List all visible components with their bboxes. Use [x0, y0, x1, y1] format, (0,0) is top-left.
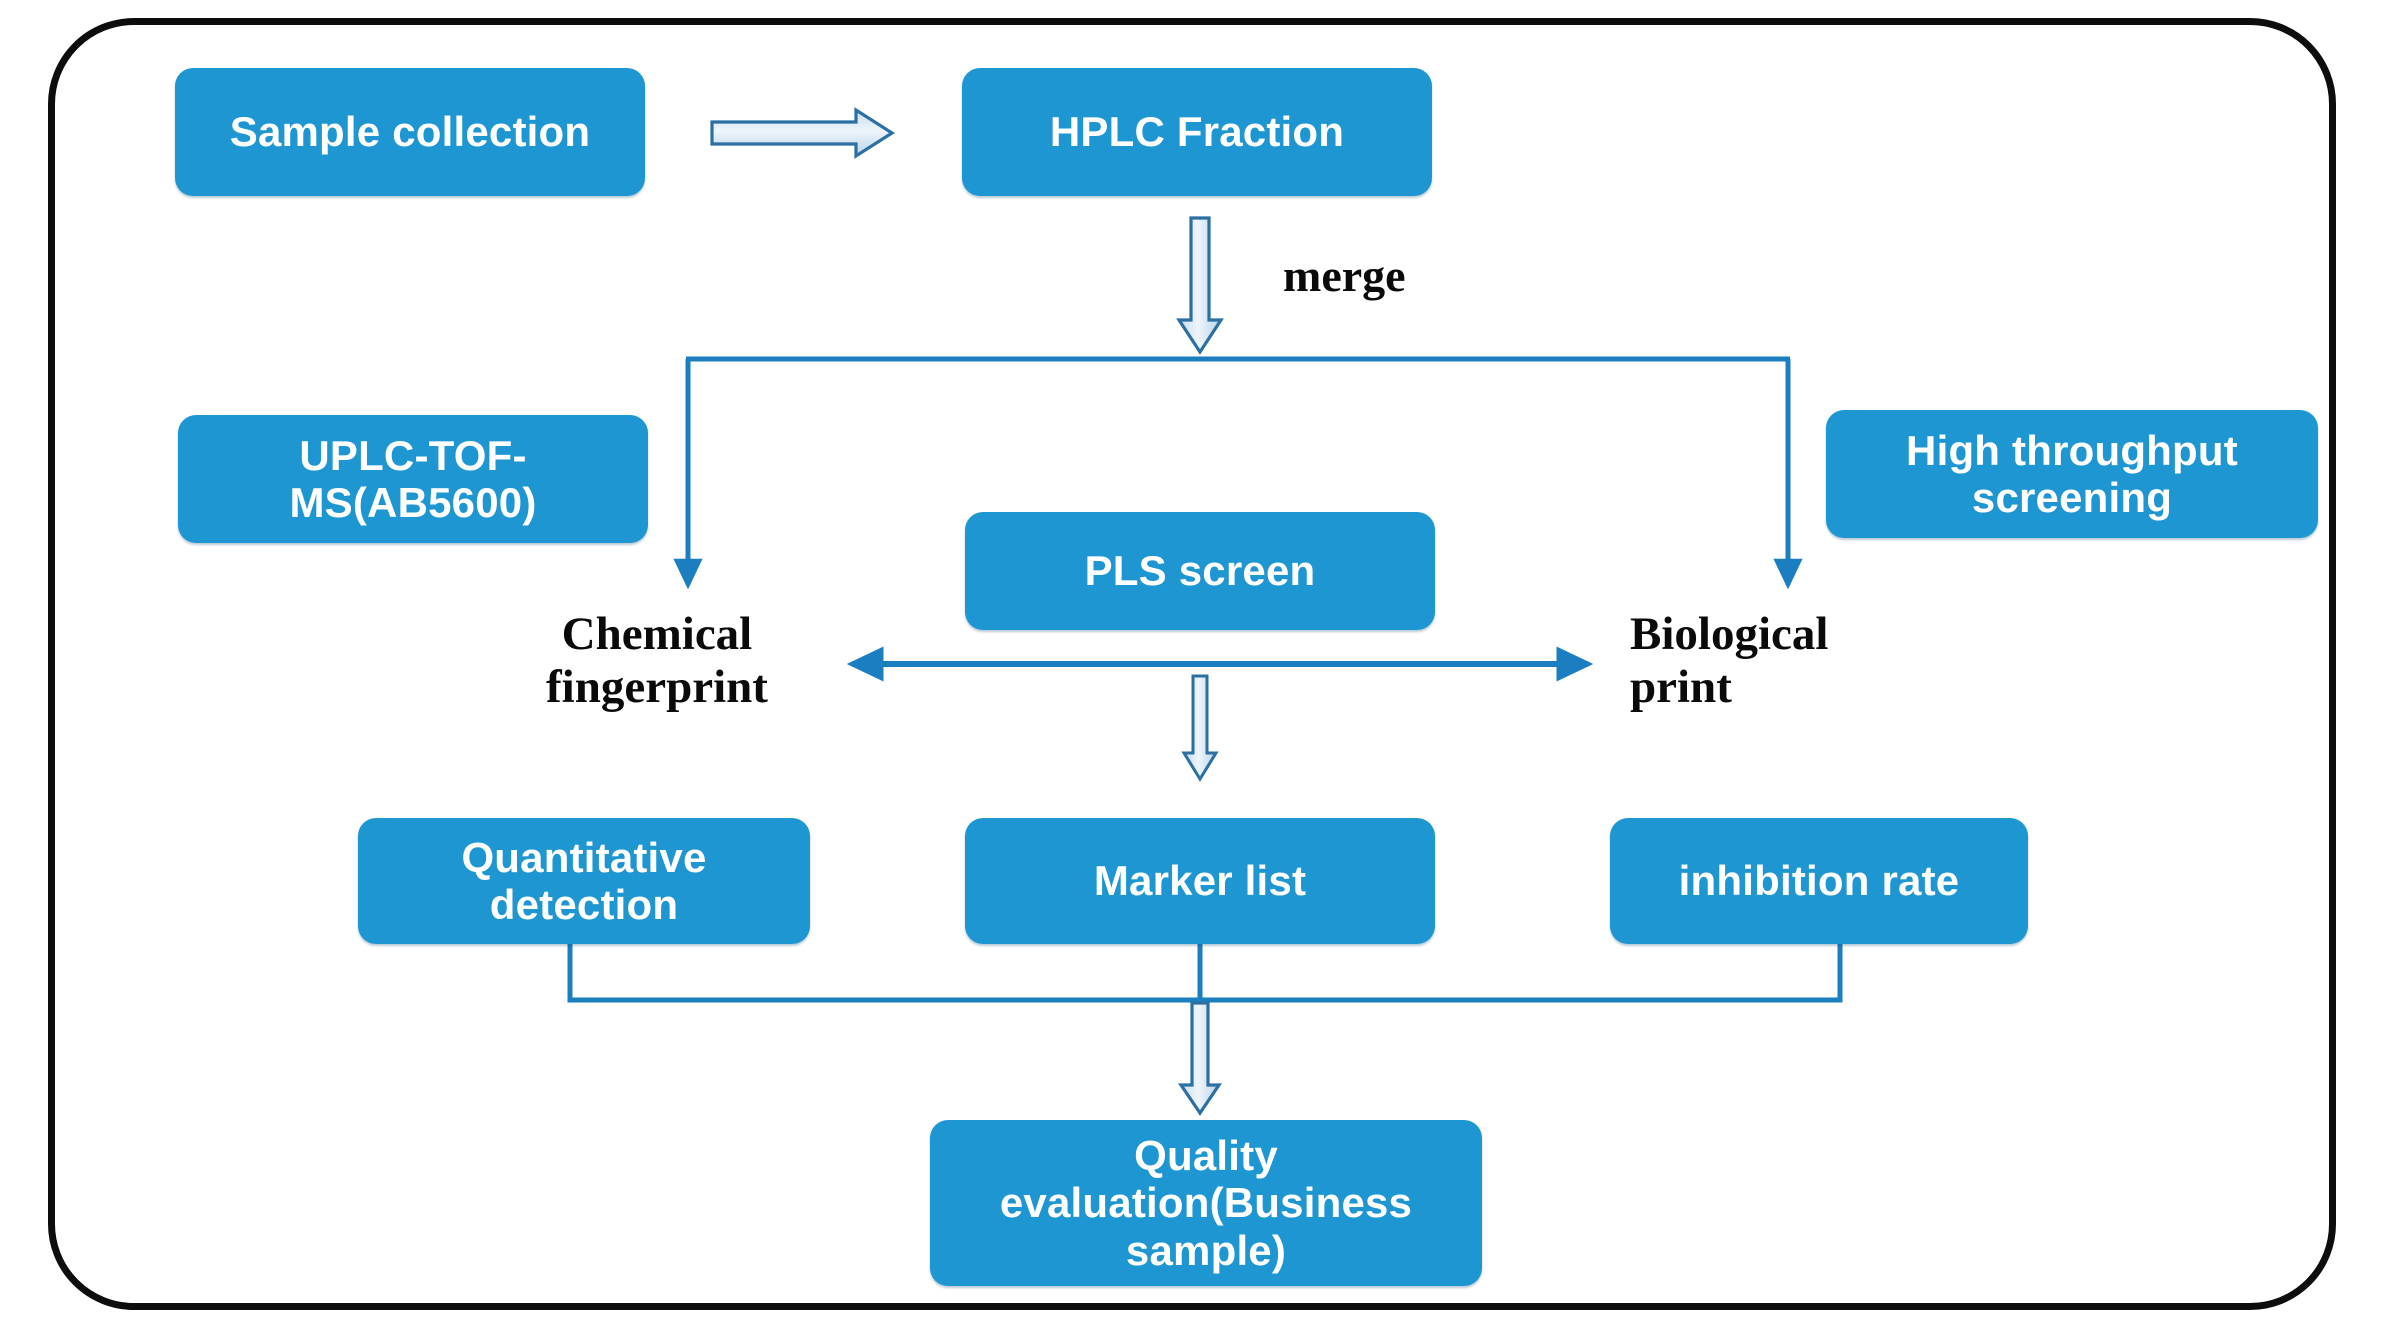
label-chemical-fingerprint: Chemical fingerprint [546, 608, 768, 713]
box-marker-list-label: Marker list [1093, 857, 1307, 905]
box-inhibition-rate-label: inhibition rate [1678, 857, 1960, 905]
box-pls-screen-label: PLS screen [1084, 547, 1316, 595]
box-sample-collection-label: Sample collection [229, 108, 591, 156]
box-sample-collection[interactable]: Sample collection [175, 68, 645, 196]
box-quality-evaluation-label: Quality evaluation(Business sample) [999, 1132, 1413, 1274]
box-hplc-fraction-label: HPLC Fraction [1049, 108, 1345, 156]
outer-rounded-frame [48, 18, 2336, 1310]
box-hplc-fraction[interactable]: HPLC Fraction [962, 68, 1432, 196]
box-uplc-tof-ms-label: UPLC-TOF- MS(AB5600) [289, 431, 537, 526]
box-high-throughput-screening-label: High throughput screening [1906, 426, 2238, 521]
label-biological-print: Biological print [1630, 608, 1829, 713]
box-high-throughput-screening[interactable]: High throughput screening [1826, 410, 2318, 538]
label-merge: merge [1283, 250, 1406, 301]
box-quantitative-detection[interactable]: Quantitative detection [358, 818, 810, 944]
box-quantitative-detection-label: Quantitative detection [461, 833, 707, 928]
box-pls-screen[interactable]: PLS screen [965, 512, 1435, 630]
box-quality-evaluation[interactable]: Quality evaluation(Business sample) [930, 1120, 1482, 1286]
box-inhibition-rate[interactable]: inhibition rate [1610, 818, 2028, 944]
box-marker-list[interactable]: Marker list [965, 818, 1435, 944]
box-uplc-tof-ms[interactable]: UPLC-TOF- MS(AB5600) [178, 415, 648, 543]
